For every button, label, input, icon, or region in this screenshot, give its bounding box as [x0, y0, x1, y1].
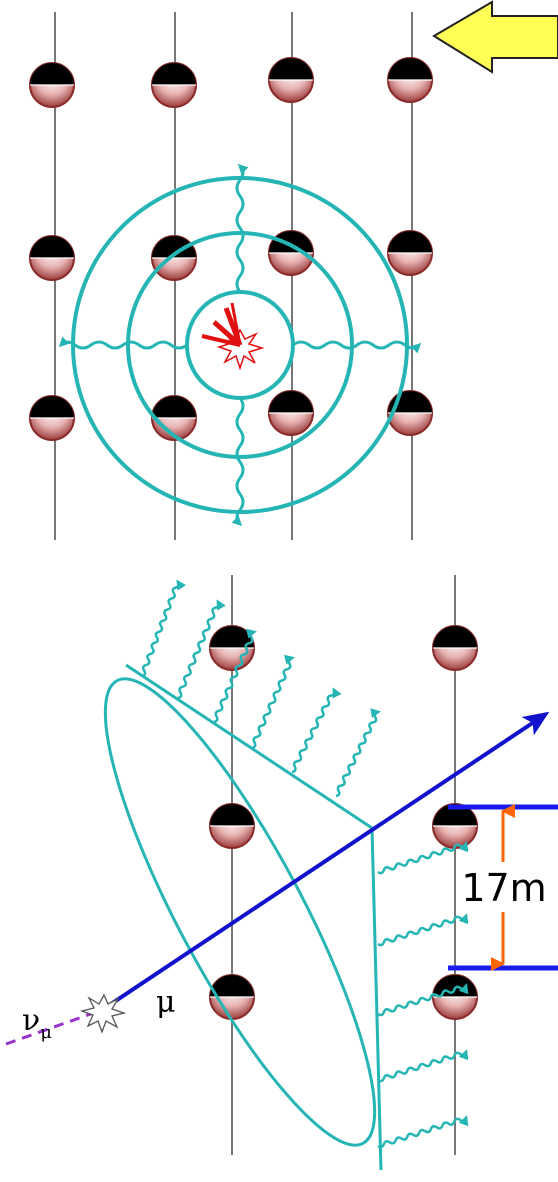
photon-arrow: [141, 579, 186, 678]
optical-module-icon: [209, 803, 255, 849]
yellow-arrow-icon: [432, 0, 558, 74]
optical-module-icon: [151, 235, 197, 281]
cone-edge-upper: [125, 663, 373, 830]
photon-arrow: [213, 628, 257, 724]
vertex-starburst-icon: [79, 993, 127, 1034]
photon-down: [231, 397, 245, 527]
starburst-icon: [201, 302, 265, 371]
photon-arrows: [58, 163, 422, 527]
cone-base-ellipse: [103, 677, 377, 1147]
photon-arrow: [377, 983, 469, 1017]
optical-module-icon: [209, 625, 255, 671]
photon-arrow: [377, 913, 469, 947]
optical-module-icon: [387, 57, 433, 103]
optical-module-icon: [151, 62, 197, 108]
optical-module-icon: [432, 625, 478, 671]
optical-module-icon: [268, 390, 314, 436]
cherenkov-photons: [141, 579, 469, 1149]
detector-strings: [231, 575, 456, 1155]
photon-arrow: [291, 687, 342, 774]
optical-module-icon: [209, 974, 255, 1020]
optical-module-icon: [29, 395, 75, 441]
photon-arrow: [377, 1115, 469, 1149]
photon-left: [58, 336, 188, 350]
muon-label: μ: [156, 985, 176, 1020]
photon-arrow: [335, 708, 381, 798]
photon-up: [235, 163, 249, 293]
cherenkov-cone: [103, 663, 383, 1171]
photon-right: [292, 340, 422, 354]
muon-track: [100, 711, 550, 1012]
top-panel: [29, 0, 558, 540]
neutrino-label: νμ: [22, 1003, 52, 1043]
spacing-label: 17m: [461, 866, 546, 910]
photon-arrow: [251, 654, 295, 750]
optical-module-icon: [387, 230, 433, 276]
optical-module-icon: [432, 803, 478, 849]
optical-module-icon: [268, 57, 314, 103]
neutrino-track: [5, 1008, 103, 1046]
photon-arrow: [377, 841, 469, 875]
bottom-panel: 17m νμ μ: [5, 575, 558, 1171]
optical-module-icon: [29, 62, 75, 108]
photon-arrow: [377, 1049, 469, 1083]
middle-light-sphere: [126, 231, 354, 459]
cone-edge-lower: [370, 827, 383, 1171]
photon-arrow: [177, 599, 226, 700]
optical-modules: [209, 625, 478, 1020]
optical-modules: [29, 57, 433, 441]
optical-module-icon: [29, 235, 75, 281]
